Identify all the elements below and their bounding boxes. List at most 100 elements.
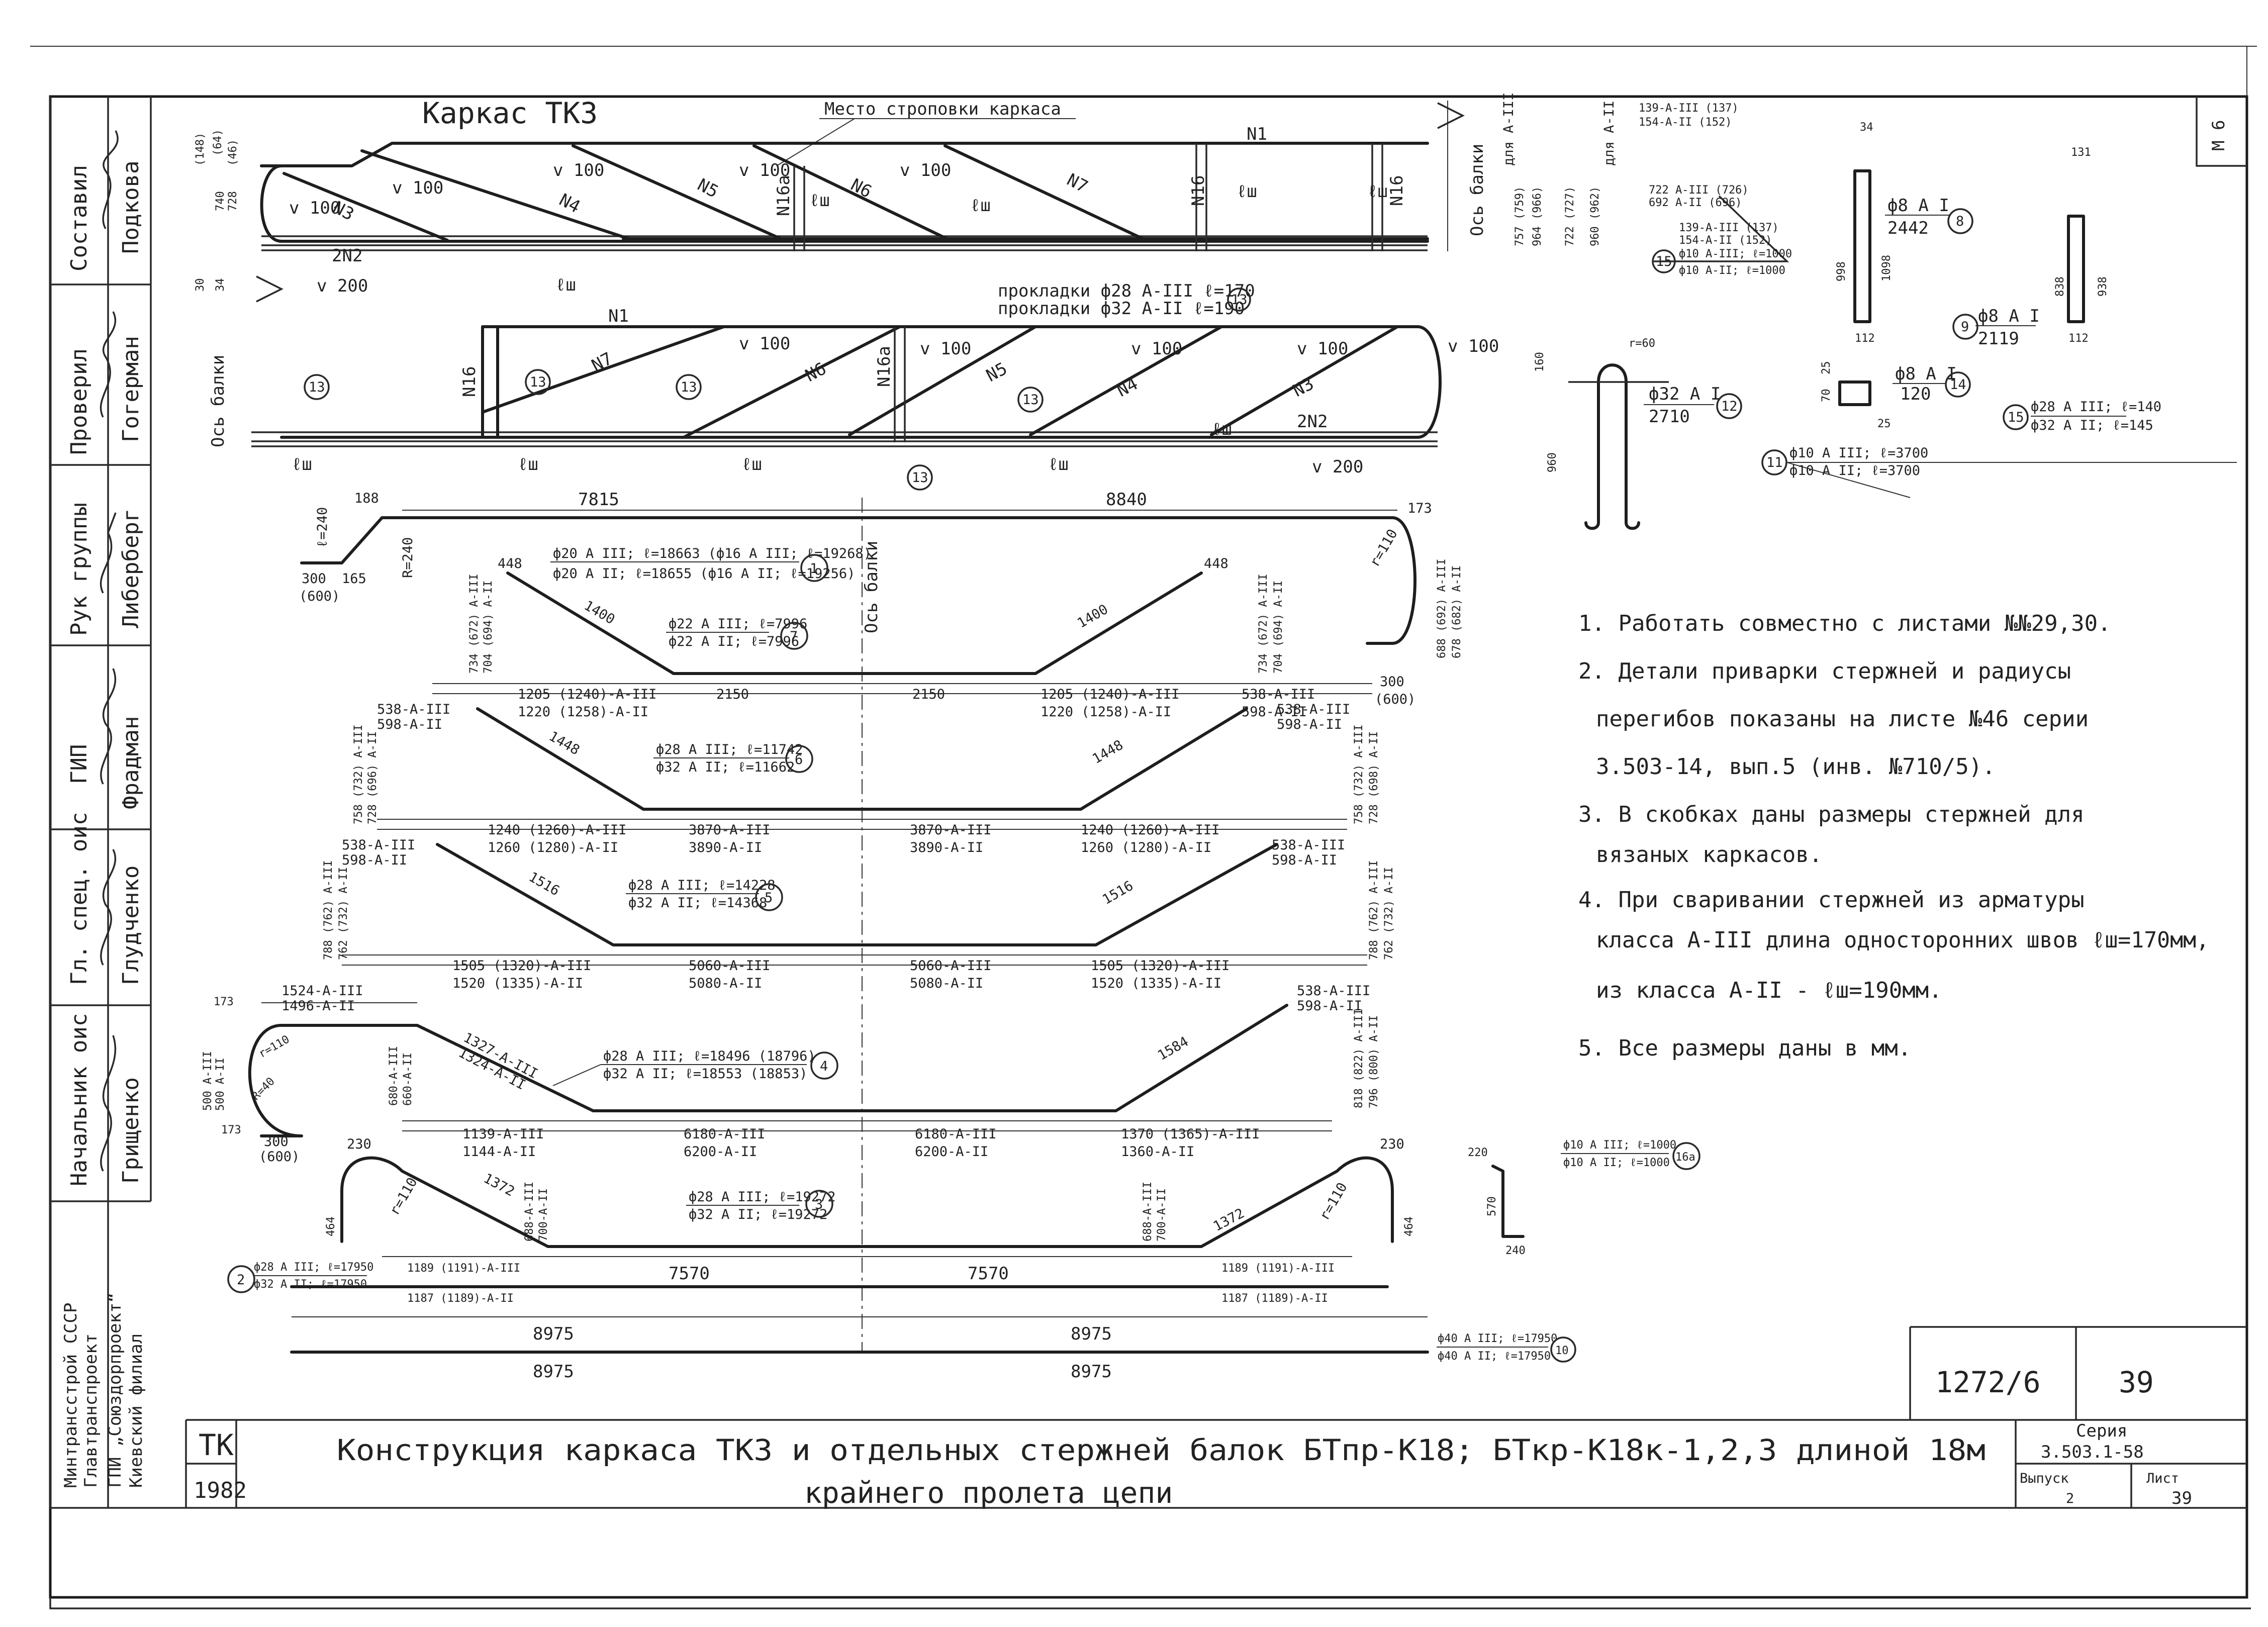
svg-text:r=110: r=110 bbox=[1367, 527, 1400, 570]
svg-text:3890-А-II: 3890-А-II bbox=[910, 840, 983, 855]
svg-text:960: 960 bbox=[1546, 452, 1559, 472]
svg-text:2150: 2150 bbox=[912, 687, 945, 702]
part11-line2: ф10 А II; ℓ=3700 bbox=[1789, 463, 1920, 478]
svg-text:(148): (148) bbox=[194, 133, 207, 166]
bar4-label-2: ф32 А II; ℓ=18553 (18853) bbox=[603, 1066, 807, 1082]
bar-4: 1524-А-III 1496-А-II 173 r=110 500 А-III… bbox=[202, 983, 1380, 1165]
weld-mark-4: ℓш bbox=[1237, 181, 1257, 202]
spacer-callout: 13 bbox=[1231, 292, 1248, 308]
svg-text:230: 230 bbox=[347, 1136, 371, 1152]
v100-b2: v 100 bbox=[920, 339, 971, 359]
svg-text:598-А-II: 598-А-II bbox=[1277, 717, 1342, 732]
bar-label-n4: N4 bbox=[556, 190, 584, 218]
svg-text:30: 30 bbox=[194, 278, 207, 292]
spacer-callouts: 13 13 13 13 13 bbox=[304, 369, 1044, 491]
part15-number: 15 bbox=[2008, 410, 2024, 425]
row5-name: Глудченко bbox=[118, 866, 144, 985]
svg-text:112: 112 bbox=[2068, 332, 2089, 345]
frame-title: Каркас ТК3 bbox=[422, 96, 598, 130]
bar-label-n16-c: N16 bbox=[459, 366, 480, 397]
bar15-number: 15 bbox=[1656, 254, 1672, 269]
svg-text:6200-А-II: 6200-А-II bbox=[684, 1144, 757, 1160]
svg-text:1260 (1280)-А-II: 1260 (1280)-А-II bbox=[1081, 840, 1211, 855]
bar-label-n1-b: N1 bbox=[608, 306, 629, 326]
svg-text:1360-А-II: 1360-А-II bbox=[1121, 1144, 1194, 1160]
svg-text:8975: 8975 bbox=[533, 1362, 574, 1382]
svg-text:1098: 1098 bbox=[1880, 255, 1893, 281]
row4-role: ГИП bbox=[66, 744, 92, 784]
svg-text:1187 (1189)-А-II: 1187 (1189)-А-II bbox=[1221, 1292, 1328, 1305]
org-line-3: ГПИ „Союздорпроект“ bbox=[105, 1292, 125, 1488]
svg-text:598-А-II: 598-А-II bbox=[1297, 998, 1362, 1014]
bar2-label-1: ф28 А III; ℓ=17950 bbox=[254, 1261, 373, 1274]
svg-text:538-А-III: 538-А-III bbox=[377, 702, 450, 717]
bar5-label-1: ф28 А III; ℓ=14228 bbox=[628, 878, 776, 893]
bar7-number: 7 bbox=[790, 629, 798, 644]
bar-label-n4-b: N4 bbox=[1113, 373, 1141, 401]
svg-text:165: 165 bbox=[342, 571, 366, 587]
svg-text:8975: 8975 bbox=[533, 1324, 574, 1344]
bar-label-n6-b: N6 bbox=[802, 358, 829, 386]
bar1-label-2: ф20 А II; ℓ=18655 (ф16 А II; ℓ=19256) bbox=[553, 566, 855, 582]
side-stamp: Составил Подкова . Проверил Гогерман Рук… bbox=[49, 97, 152, 1508]
svg-text:1505 (1320)-А-III: 1505 (1320)-А-III bbox=[452, 958, 591, 974]
svg-text:13: 13 bbox=[1022, 392, 1039, 408]
svg-text:1496-А-II: 1496-А-II bbox=[281, 998, 355, 1014]
svg-text:758 (732) А-III: 758 (732) А-III bbox=[352, 724, 365, 824]
issue-value: 2 bbox=[2066, 1491, 2074, 1506]
svg-text:1520 (1335)-А-II: 1520 (1335)-А-II bbox=[452, 976, 583, 991]
svg-text:1400: 1400 bbox=[582, 598, 618, 627]
svg-text:70: 70 bbox=[1820, 389, 1833, 403]
svg-text:1400: 1400 bbox=[1075, 602, 1111, 631]
bar1-label-1: ф20 А III; ℓ=18663 (ф16 А III; ℓ=19268) bbox=[553, 546, 872, 561]
weld-mark-3: ℓш bbox=[970, 196, 991, 216]
part12-label: ф32 А I bbox=[1649, 384, 1721, 404]
v100-3: v 100 bbox=[553, 160, 604, 180]
svg-text:998: 998 bbox=[1835, 261, 1848, 281]
bar-1: 7815 8840 188 ℓ=240 300 (600) 165 R=240 … bbox=[299, 490, 1463, 707]
bar15-note-3: ф10 А-III; ℓ=1000 bbox=[1679, 248, 1792, 260]
svg-text:762 (732) А-II: 762 (732) А-II bbox=[337, 867, 350, 960]
svg-text:1240 (1260)-А-III: 1240 (1260)-А-III bbox=[488, 822, 626, 838]
weld-mark-b5: ℓш bbox=[1211, 419, 1232, 439]
svg-text:1144-А-II: 1144-А-II bbox=[462, 1144, 536, 1160]
part16a-line2: ф10 А II; ℓ=1000 bbox=[1563, 1157, 1670, 1169]
v100-b1: v 100 bbox=[739, 334, 790, 354]
bar10-label-2: ф40 А II; ℓ=17950 bbox=[1438, 1350, 1551, 1363]
svg-text:688-А-III: 688-А-III bbox=[1142, 1182, 1154, 1241]
svg-text:300: 300 bbox=[264, 1134, 289, 1150]
svg-text:8975: 8975 bbox=[1071, 1324, 1112, 1344]
svg-text:(600): (600) bbox=[299, 589, 340, 604]
svg-text:25: 25 bbox=[1820, 361, 1833, 375]
bar-label-n16-a: N16 bbox=[1188, 175, 1208, 206]
note-3a: 3. В скобках даны размеры стержней для bbox=[1578, 802, 2085, 827]
bar-label-n3-b: N3 bbox=[1289, 373, 1317, 401]
note-4b: класса А-III длина односторонних швов ℓш… bbox=[1596, 927, 2209, 953]
row3-signature-mark bbox=[100, 512, 117, 594]
svg-text:3870-А-III: 3870-А-III bbox=[689, 822, 771, 838]
svg-text:1516: 1516 bbox=[1100, 878, 1136, 908]
svg-text:(64): (64) bbox=[212, 129, 224, 156]
bar-label-n7: N7 bbox=[1064, 170, 1091, 198]
bar2-number: 2 bbox=[237, 1272, 245, 1288]
bar6-label-1: ф28 А III; ℓ=11742 bbox=[656, 742, 803, 757]
svg-text:7815: 7815 bbox=[578, 490, 619, 510]
svg-text:5060-А-III: 5060-А-III bbox=[910, 958, 992, 974]
note-5: 5. Все размеры даны в мм. bbox=[1578, 1035, 1911, 1061]
v200-b: v 200 bbox=[1312, 457, 1363, 477]
svg-text:(600): (600) bbox=[259, 1149, 300, 1165]
svg-text:6180-А-III: 6180-А-III bbox=[684, 1126, 766, 1142]
svg-text:660-А-II: 660-А-II bbox=[402, 1052, 414, 1106]
bar15-note-4: ф10 А-II; ℓ=1000 bbox=[1679, 264, 1785, 277]
part11-number: 11 bbox=[1766, 455, 1783, 470]
svg-text:34: 34 bbox=[1860, 121, 1873, 134]
svg-text:448: 448 bbox=[498, 556, 522, 571]
svg-text:1524-А-III: 1524-А-III bbox=[281, 983, 363, 999]
svg-text:5080-А-II: 5080-А-II bbox=[910, 976, 983, 991]
svg-text:6200-А-II: 6200-А-II bbox=[915, 1144, 988, 1160]
sheet-value: 39 bbox=[2171, 1488, 2192, 1508]
part14-label: ф8 А I bbox=[1895, 364, 1957, 384]
class-a2-note: для А-II bbox=[1601, 101, 1617, 166]
svg-text:230: 230 bbox=[1380, 1136, 1404, 1152]
v100-b5: v 100 bbox=[1448, 336, 1499, 356]
